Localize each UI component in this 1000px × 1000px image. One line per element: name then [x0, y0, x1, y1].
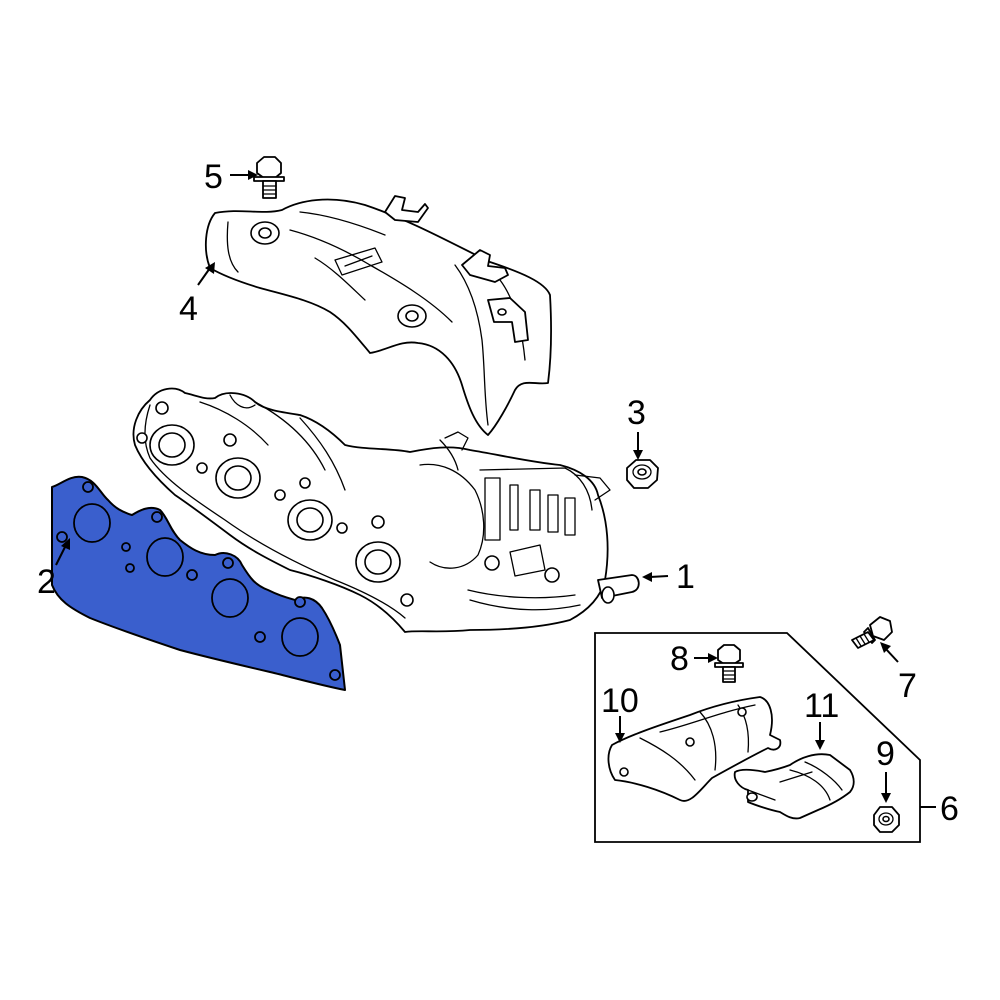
callout-7: 7 [898, 667, 917, 705]
callout-11: 11 [804, 687, 839, 725]
callout-2: 2 [37, 563, 56, 601]
callout-labels: 1 2 3 4 5 6 7 8 9 10 11 [37, 158, 959, 828]
upper-heat-shield[interactable] [204, 195, 552, 436]
bolt[interactable] [714, 644, 744, 683]
callout-1: 1 [676, 558, 695, 596]
nut[interactable] [873, 806, 900, 833]
nut[interactable] [626, 459, 659, 489]
heat-shield[interactable] [607, 696, 782, 802]
callout-4: 4 [179, 290, 198, 328]
bolt[interactable] [851, 616, 893, 649]
callout-5: 5 [204, 158, 223, 196]
leader-lines [55, 170, 936, 808]
lower-heat-shield-kit[interactable] [594, 632, 921, 843]
exhaust-manifold[interactable] [132, 387, 640, 633]
callout-3: 3 [627, 394, 646, 432]
callout-8: 8 [670, 640, 689, 678]
bolt[interactable] [253, 156, 285, 199]
heat-shield[interactable] [733, 753, 855, 820]
callout-6: 6 [940, 790, 959, 828]
exhaust-manifold-gasket[interactable] [51, 475, 346, 691]
callout-9: 9 [876, 735, 895, 773]
callout-10: 10 [601, 682, 639, 720]
